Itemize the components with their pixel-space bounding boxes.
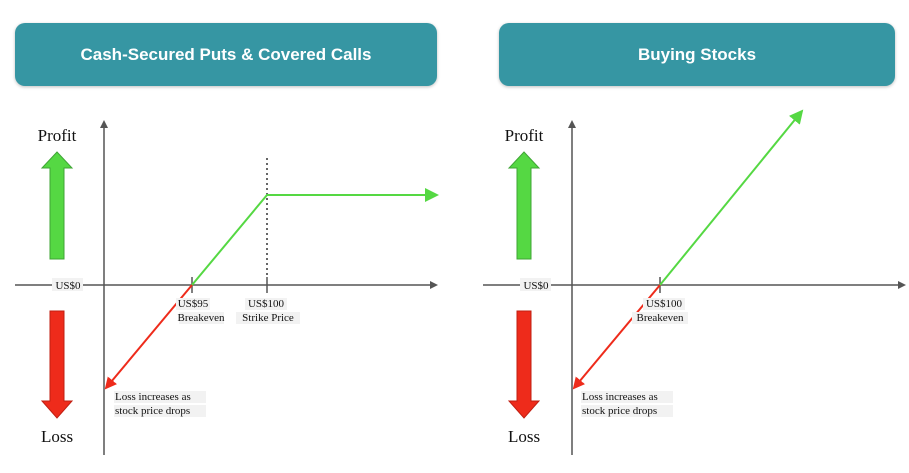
zero-label: US$0: [523, 280, 549, 292]
breakeven-price: US$95: [178, 298, 209, 310]
loss-note-line2: stock price drops: [115, 405, 190, 417]
profit-payoff-line: [191, 194, 425, 286]
zero-label: US$0: [55, 280, 81, 292]
panel-covered-calls: Profit Loss US$0 US$95 Breakeven US$100 …: [15, 120, 439, 455]
panel-buying-stocks: Profit Loss US$0 US$100 Breakeven Loss i…: [483, 109, 906, 455]
loss-arrow-icon: [40, 310, 74, 419]
loss-note-line2: stock price drops: [582, 405, 657, 417]
panel-title-covered-calls: Cash-Secured Puts & Covered Calls: [15, 23, 437, 86]
loss-note-line1: Loss increases as: [582, 391, 658, 403]
breakeven-label: Breakeven: [177, 312, 225, 324]
loss-label: Loss: [508, 427, 540, 446]
panel-title-buying-stocks: Buying Stocks: [499, 23, 895, 86]
strike-label: Strike Price: [242, 312, 294, 324]
profit-arrow-icon: [40, 151, 74, 260]
profit-payoff-line: [659, 109, 804, 286]
loss-arrow-icon: [507, 310, 541, 419]
strike-price: US$100: [248, 298, 285, 310]
profit-label: Profit: [38, 126, 77, 145]
profit-arrow-icon: [507, 151, 541, 260]
breakeven-label: Breakeven: [636, 312, 684, 324]
panel-title-text: Cash-Secured Puts & Covered Calls: [80, 44, 372, 64]
loss-label: Loss: [41, 427, 73, 446]
loss-note-line1: Loss increases as: [115, 391, 191, 403]
panel-title-text: Buying Stocks: [637, 44, 757, 64]
profit-label: Profit: [505, 126, 544, 145]
breakeven-price: US$100: [646, 298, 683, 310]
